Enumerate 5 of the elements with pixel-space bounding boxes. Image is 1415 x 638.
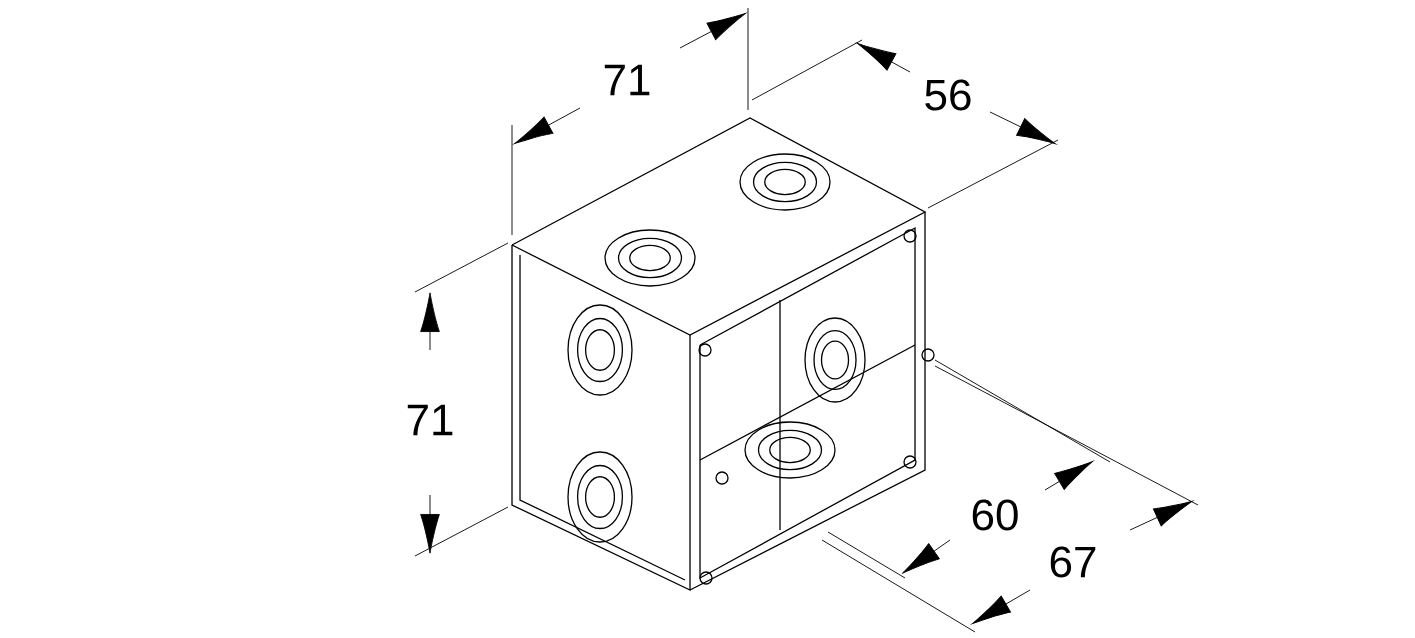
dimension-label: 71 — [604, 64, 650, 96]
dimension-label: 60 — [972, 499, 1018, 531]
dimension-label: 67 — [1050, 546, 1096, 578]
dimension-label: 56 — [925, 79, 971, 111]
dimension-label: 71 — [407, 404, 453, 436]
